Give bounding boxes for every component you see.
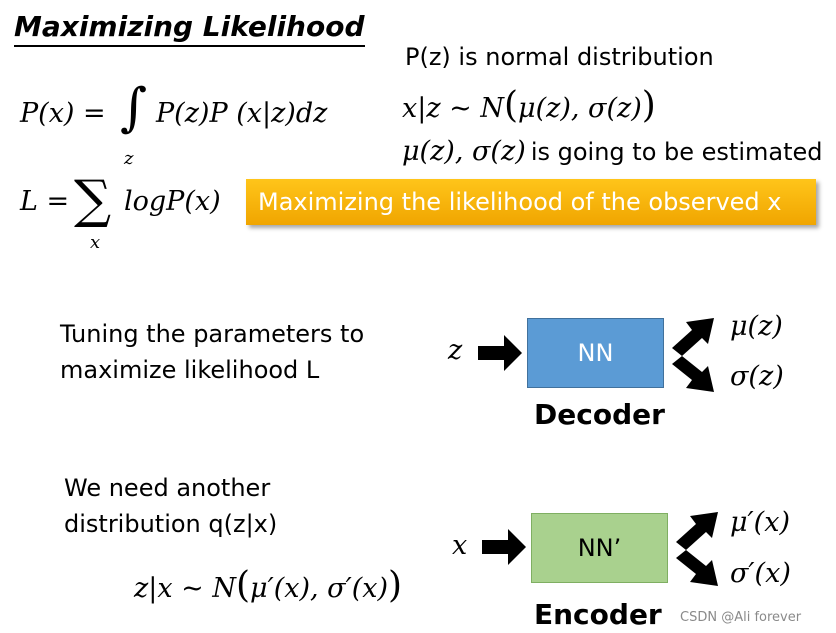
encoder-distribution-eq: z|x ~ N(μ′(x), σ′(x))	[134, 565, 402, 606]
integral-subscript: z	[124, 148, 134, 169]
encoder-nn-box: NN’	[531, 513, 668, 583]
decoder-input-label: z	[448, 335, 463, 366]
decoder-mu-arrow	[672, 318, 714, 356]
tuning-line-1: Tuning the parameters to	[60, 320, 365, 348]
encoder-eq-lhs: z|x ~ N	[134, 573, 236, 604]
decoder-caption: Decoder	[534, 398, 665, 431]
slide-title: Maximizing Likelihood	[14, 10, 365, 47]
encoder-eq-args: μ′(x), σ′(x)	[250, 573, 389, 604]
encoder-sigma-arrow	[676, 550, 718, 586]
watermark: CSDN @Ali forever	[680, 610, 802, 625]
likelihood-equation-lhs: L =	[20, 186, 70, 217]
paren-open: (	[235, 565, 251, 606]
likelihood-equation-rhs: logP(x)	[124, 186, 221, 217]
paren-open: (	[503, 85, 519, 126]
decoder-mu-output: μ(z)	[730, 311, 783, 342]
need-line-2: distribution q(z|x)	[64, 510, 278, 538]
paren-close: )	[641, 85, 656, 126]
estimated-line: μ(z), σ(z) is going to be estimated	[402, 136, 822, 167]
decoder-sigma-arrow	[672, 356, 714, 392]
encoder-sigma-output: σ′(x)	[730, 558, 791, 589]
estimated-math: μ(z), σ(z)	[402, 136, 526, 167]
px-equation-lhs: P(x) =	[20, 98, 106, 129]
sum-symbol: ∑	[74, 170, 112, 230]
need-line-1: We need another	[64, 474, 271, 502]
decoder-nn-label: NN	[577, 339, 614, 367]
encoder-input-arrow	[482, 529, 526, 565]
conditional-eq-lhs: x|z ~ N	[402, 93, 504, 124]
encoder-nn-label: NN’	[577, 534, 622, 562]
normal-distribution-text: P(z) is normal distribution	[405, 43, 714, 71]
encoder-mu-arrow	[676, 512, 718, 550]
decoder-input-arrow	[478, 335, 522, 371]
sum-subscript: x	[90, 232, 101, 253]
paren-close: )	[388, 565, 403, 606]
px-equation-rhs: P(z)P (x|z)dz	[156, 98, 328, 129]
conditional-eq-args: μ(z), σ(z)	[518, 93, 642, 124]
estimated-text: is going to be estimated	[530, 138, 823, 166]
decoder-sigma-output: σ(z)	[730, 361, 784, 392]
encoder-caption: Encoder	[534, 598, 662, 631]
integral-symbol: ∫	[120, 78, 148, 138]
conditional-eq: x|z ~ N(μ(z), σ(z))	[402, 85, 656, 126]
encoder-mu-output: μ′(x)	[730, 507, 790, 538]
decoder-nn-box: NN	[527, 318, 664, 388]
highlight-banner: Maximizing the likelihood of the observe…	[246, 179, 816, 225]
encoder-input-label: x	[452, 530, 468, 561]
tuning-line-2: maximize likelihood L	[60, 356, 320, 384]
